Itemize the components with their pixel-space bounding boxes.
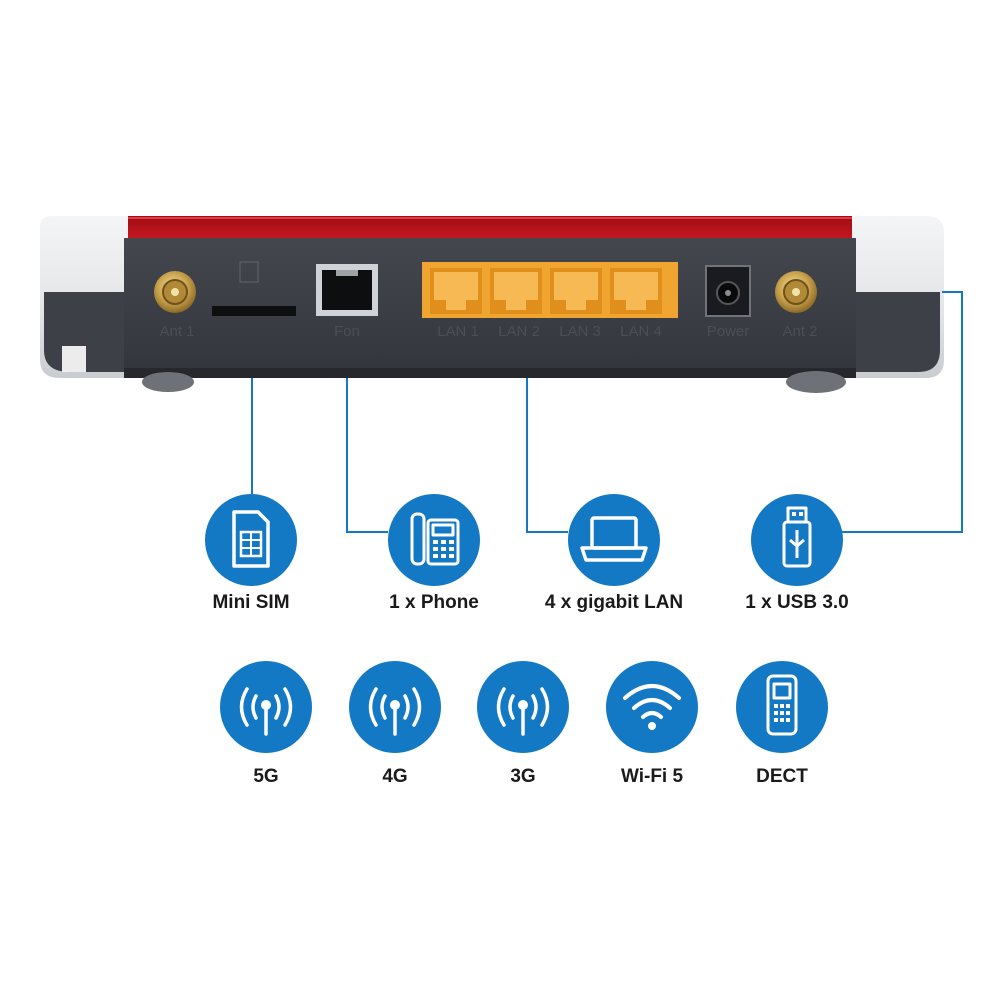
port-label-ant2: Ant 2 [782,323,817,340]
lan-feature [568,494,660,586]
callout-line-usb [842,291,963,533]
signal-antenna-icon [368,687,422,736]
lan-port-1 [430,268,482,314]
usb-stick-icon [782,506,812,568]
feature-label-usb: 1 x USB 3.0 [745,592,849,613]
router-foot-right [786,371,846,393]
port-label-fon: Fon [334,323,360,340]
callout-lines [251,291,963,533]
lan-port-3 [550,268,602,314]
lan-port-block [422,262,678,318]
desk-phone-icon [410,512,460,566]
antenna-1-connector [154,271,196,313]
phone-feature [388,494,480,586]
feature-label-mini-sim: Mini SIM [212,592,290,613]
signal-antenna-icon [496,687,550,736]
signal-antenna-icon [239,687,293,736]
cordless-phone-icon [766,674,798,736]
feature-label-wifi: Wi-Fi 5 [620,766,684,787]
sim-slot [212,261,296,316]
wifi-icon [623,684,681,719]
5g-feature [220,661,312,753]
feature-label-3g: 3G [510,766,536,787]
port-label-lan2: LAN 2 [498,323,540,340]
antenna-2-connector [775,271,817,313]
sim-card-icon [232,510,270,568]
router-back-panel: Ant 1 Fon LAN 1 LAN 2 LAN 3 LAN 4 Power … [40,216,944,393]
laptop-icon [580,516,648,562]
port-label-lan4: LAN 4 [620,323,662,340]
feature-label-phone: 1 x Phone [389,592,479,613]
wifi-feature [606,661,698,753]
phone-port [316,264,378,316]
3g-feature [477,661,569,753]
port-label-ant1: Ant 1 [159,323,194,340]
router-foot-left [142,372,194,392]
feature-label-5g: 5G [253,766,279,787]
dect-feature [736,661,828,753]
mini-sim-feature [205,494,297,586]
lan-port-4 [610,268,662,314]
feature-label-dect: DECT [756,766,808,787]
4g-feature [349,661,441,753]
feature-label-4g: 4G [382,766,408,787]
callout-line-lan [526,378,568,533]
port-label-power: Power [707,323,750,340]
port-label-lan1: LAN 1 [437,323,479,340]
power-socket [705,265,751,317]
usb-feature [751,494,843,586]
callout-line-phone [346,378,388,533]
lan-port-2 [490,268,542,314]
port-label-lan3: LAN 3 [559,323,601,340]
feature-label-lan: 4 x gigabit LAN [544,592,684,613]
